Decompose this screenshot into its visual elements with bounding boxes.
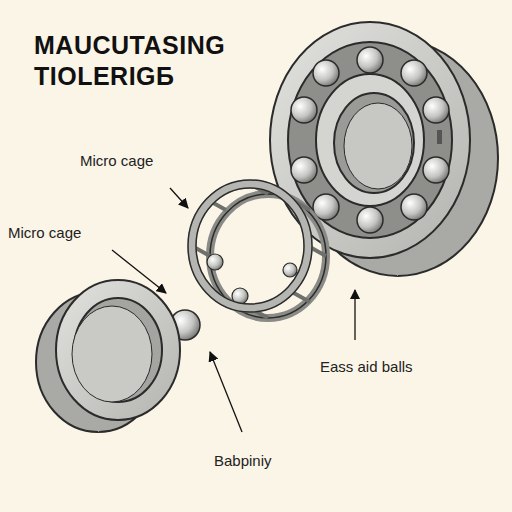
outer-ring-part — [36, 280, 180, 432]
diagram-title: MAUCUTASING TIOLERIGБ — [34, 30, 279, 92]
cage-part — [188, 180, 326, 318]
part-label: Micro cage — [80, 152, 200, 170]
part-label: Eass aid balls — [320, 358, 470, 376]
part-label: Micro cage — [8, 224, 128, 242]
part-label: Babpiniy — [214, 452, 334, 470]
leader-lines — [112, 188, 355, 432]
